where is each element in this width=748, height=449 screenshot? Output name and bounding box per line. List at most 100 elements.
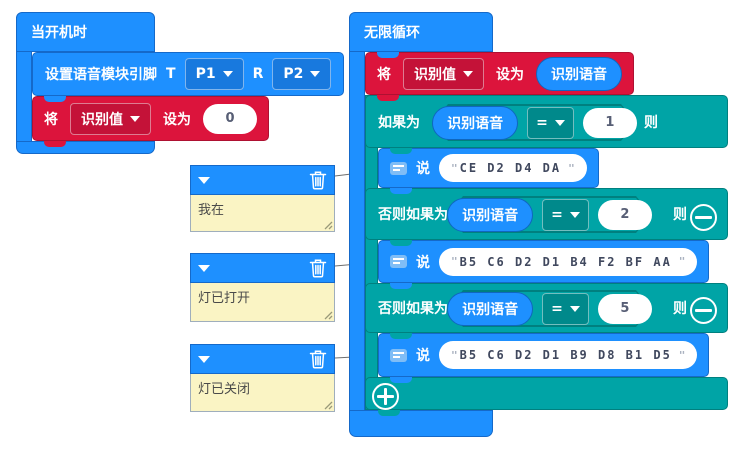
workspace-comment[interactable]: 灯已关闭 [190,344,335,412]
variable-name: 识别值 [81,111,123,128]
condition-hexagon[interactable]: 识别语音 = 2 [447,196,652,233]
set-voice-module-pins-block[interactable]: 设置语音模块引脚 T P1 R P2 [32,52,345,96]
set-variable-to-speech-block[interactable]: 将 识别值 设为 识别语音 [365,52,634,95]
then-label: 则 [644,114,658,131]
if-keyword: 如果为 [378,114,420,131]
comment-bubble-icon[interactable] [390,255,407,268]
then-label: 则 [673,301,687,317]
pin-r-dropdown[interactable]: P2 [272,58,332,90]
on-start-title: 当开机时 [31,25,87,41]
else-if-row[interactable]: 否则如果为 识别语音 = 5 则 [365,283,728,333]
resize-grip-icon[interactable] [324,221,333,230]
number-value-input[interactable]: 2 [597,199,652,230]
pin-t-value: P1 [195,66,216,82]
comment-header[interactable] [190,253,335,283]
say-block[interactable]: 说 "B5 C6 D2 D1 B9 D8 B1 D5" [378,333,710,377]
plus-circle-icon[interactable] [372,383,399,410]
set-pins-t-label: T [166,66,176,82]
resize-grip-icon[interactable] [324,401,333,410]
trash-icon[interactable] [309,349,327,369]
minus-circle-icon[interactable] [690,297,717,324]
chevron-down-icon [130,115,140,122]
variable-name: 识别值 [414,66,456,83]
to-kw: 设为 [496,66,524,83]
connector-tab [390,283,412,289]
chevron-down-icon [463,70,473,77]
connector-tab [377,52,399,58]
forever-block-header[interactable]: 无限循环 [349,12,493,52]
say-block[interactable]: 说 "B5 C6 D2 D1 B4 F2 BF AA" [378,240,710,283]
comment-header[interactable] [190,344,335,374]
recognize-speech-reporter[interactable]: 识别语音 [447,291,534,326]
chevron-down-icon [569,211,580,218]
connector-tab [390,240,412,246]
condition-hexagon[interactable]: 识别语音 = 5 [447,290,652,327]
to-kw: 设为 [163,111,191,128]
connector-tab [44,96,66,102]
comment-bubble-icon[interactable] [390,161,407,175]
operator-dropdown[interactable]: = [542,292,589,325]
operator-dropdown[interactable]: = [542,198,589,231]
recognize-speech-reporter[interactable]: 识别语音 [536,56,622,91]
connector-tab [390,333,412,339]
if-block-footer-row [365,377,728,410]
connector-tab [378,410,400,416]
connector-tab [377,95,399,101]
trash-icon[interactable] [309,170,327,190]
chevron-down-icon[interactable] [198,355,210,363]
chevron-down-icon [554,119,565,126]
minus-circle-icon[interactable] [690,204,717,231]
comment-text-area[interactable]: 灯已关闭 [190,374,335,412]
string-value-input[interactable]: "B5 C6 D2 D1 B4 F2 BF AA" [439,247,698,276]
number-value-input[interactable]: 0 [203,103,257,134]
variable-dropdown[interactable]: 识别值 [403,57,484,90]
say-label: 说 [416,348,430,364]
trash-icon[interactable] [309,258,327,278]
recognize-speech-reporter[interactable]: 识别语音 [447,197,534,232]
set-pins-r-label: R [252,66,264,82]
connector-tab [390,148,412,154]
condition-hexagon[interactable]: 识别语音 = 1 [432,104,637,141]
comment-header[interactable] [190,165,335,195]
number-value-input[interactable]: 1 [582,107,637,138]
connector-tab [390,188,412,194]
comment-bubble-icon[interactable] [390,348,407,362]
else-if-keyword: 否则如果为 [378,301,448,317]
workspace-comment[interactable]: 我在 [190,165,335,232]
workspace-comment[interactable]: 灯已打开 [190,253,335,322]
operator-value: = [551,300,563,317]
comment-text-area[interactable]: 灯已打开 [190,283,335,322]
operator-value: = [551,206,563,223]
else-if-row[interactable]: 否则如果为 识别语音 = 2 则 [365,188,728,240]
chevron-down-icon [310,71,321,77]
string-value-input[interactable]: "B5 C6 D2 D1 B9 D8 B1 D5" [439,341,698,369]
set-variable-block[interactable]: 将 识别值 设为 0 [32,96,269,141]
on-start-block-spine [16,51,32,142]
chevron-down-icon [569,305,580,312]
chevron-down-icon[interactable] [198,264,210,272]
operator-value: = [536,114,548,131]
set-kw: 将 [377,66,391,83]
then-label: 则 [673,207,687,223]
number-value-input[interactable]: 5 [597,293,652,324]
connector-tab [44,141,66,147]
operator-dropdown[interactable]: = [527,106,574,139]
on-start-block-header[interactable]: 当开机时 [16,12,155,52]
forever-block-footer [349,410,493,437]
string-value-input[interactable]: "CE D2 D4 DA" [439,154,587,182]
pin-t-dropdown[interactable]: P1 [184,58,244,90]
if-row[interactable]: 如果为 识别语音 = 1 则 [365,95,728,148]
set-pins-label: 设置语音模块引脚 [45,67,157,83]
resize-grip-icon[interactable] [324,311,333,320]
else-if-keyword: 否则如果为 [378,207,448,223]
set-kw: 将 [44,111,58,128]
recognize-speech-reporter[interactable]: 识别语音 [432,105,519,140]
variable-dropdown[interactable]: 识别值 [70,102,151,135]
say-block[interactable]: 说 "CE D2 D4 DA" [378,148,599,188]
chevron-down-icon [222,71,233,77]
comment-text-area[interactable]: 我在 [190,195,335,232]
say-label: 说 [416,161,430,177]
on-start-block-footer [16,141,155,154]
chevron-down-icon[interactable] [198,176,210,184]
